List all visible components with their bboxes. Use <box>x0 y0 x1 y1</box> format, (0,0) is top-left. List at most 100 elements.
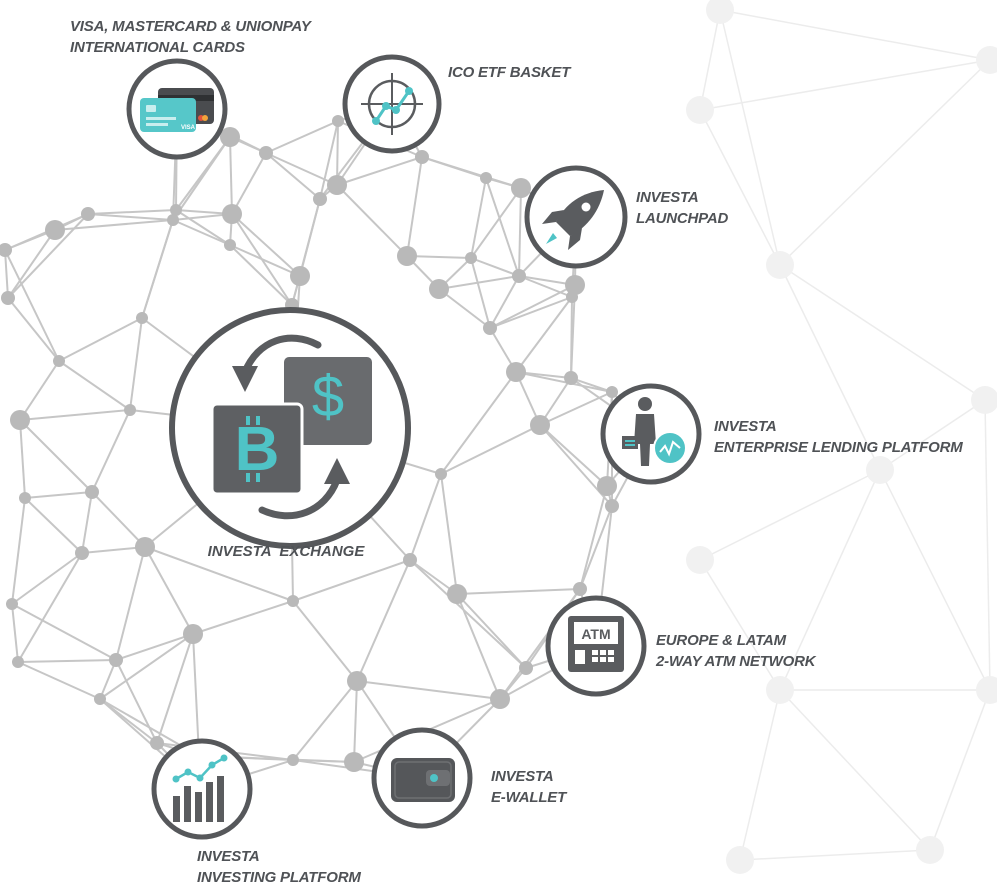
background-edge <box>739 849 931 861</box>
network-edge <box>319 120 339 200</box>
network-edge <box>456 593 527 669</box>
background-node <box>916 836 944 864</box>
network-node <box>530 415 550 435</box>
network-edge <box>19 419 93 493</box>
svg-text:$: $ <box>312 364 344 429</box>
network-edge <box>4 249 60 362</box>
network-edge <box>19 419 26 499</box>
network-edge <box>470 177 487 259</box>
service-node-cards[interactable]: VISA <box>126 58 228 160</box>
network-node <box>573 582 587 596</box>
network-node <box>287 754 299 766</box>
background-edge <box>739 689 781 861</box>
network-edge <box>518 187 522 277</box>
network-edge <box>440 473 458 595</box>
background-node <box>726 846 754 874</box>
network-edge <box>579 485 608 590</box>
service-node-launchpad[interactable] <box>524 165 628 269</box>
network-edge <box>489 275 520 329</box>
network-node <box>167 214 179 226</box>
network-edge <box>440 371 517 475</box>
label-cards-line-2: INTERNATIONAL CARDS <box>70 39 245 56</box>
network-edge <box>229 136 233 215</box>
network-node <box>397 246 417 266</box>
background-edge <box>699 9 721 111</box>
business-person-icon <box>622 397 687 466</box>
network-node <box>45 220 65 240</box>
network-node <box>53 355 65 367</box>
network-edge <box>438 288 491 329</box>
network-edge <box>172 219 231 246</box>
bitcoin-icon: B <box>210 402 304 496</box>
network-edge <box>99 659 117 700</box>
network-edge <box>87 209 177 215</box>
network-node <box>287 595 299 607</box>
rocket-icon <box>542 190 604 250</box>
network-edge <box>11 603 19 663</box>
network-edge <box>440 424 541 475</box>
network-edge <box>19 360 60 421</box>
network-edge <box>81 546 146 554</box>
background-edge <box>779 469 881 691</box>
network-node <box>480 172 492 184</box>
center-exchange[interactable]: $ B INVESTA EXCHANGE <box>169 307 411 560</box>
background-edge <box>699 109 781 266</box>
label-atm: EUROPE & LATAM 2-WAY ATM NETWORK <box>656 630 816 672</box>
network-edge <box>81 491 93 554</box>
credit-cards-icon: VISA <box>140 88 214 132</box>
network-edge <box>489 296 573 329</box>
network-node <box>447 584 467 604</box>
network-node <box>606 386 618 398</box>
network-node <box>183 624 203 644</box>
service-node-lending[interactable] <box>600 383 702 485</box>
background-edge <box>779 59 991 266</box>
network-node <box>403 553 417 567</box>
network-edge <box>115 546 146 661</box>
network-edge <box>144 546 194 635</box>
network-node <box>332 115 344 127</box>
background-node <box>976 676 997 704</box>
network-node <box>6 598 18 610</box>
label-atm-line-2: 2-WAY ATM NETWORK <box>656 653 816 670</box>
label-investing: INVESTA INVESTING PLATFORM <box>197 846 361 888</box>
background-edge <box>779 264 986 401</box>
network-node <box>519 661 533 675</box>
network-node <box>12 656 24 668</box>
network-node <box>565 275 585 295</box>
network-edge <box>409 559 527 669</box>
background-edge <box>984 399 991 691</box>
network-node <box>259 146 273 160</box>
network-edge <box>515 371 613 393</box>
network-edge <box>470 257 491 329</box>
label-lending: INVESTA ENTERPRISE LENDING PLATFORM <box>714 416 963 458</box>
dollar-icon: $ <box>284 357 372 445</box>
label-wallet-line-1: INVESTA <box>491 768 554 785</box>
service-node-atm[interactable]: ATM <box>545 595 647 697</box>
network-edge <box>336 156 423 186</box>
network-edge <box>91 491 146 548</box>
network-edge <box>231 213 293 306</box>
network-edge <box>292 559 411 602</box>
service-node-wallet[interactable] <box>371 727 473 829</box>
network-edge <box>17 661 101 700</box>
network-node <box>313 192 327 206</box>
label-wallet-line-2: E-WALLET <box>491 789 567 806</box>
background-edge <box>879 469 991 691</box>
network-edge <box>409 473 442 561</box>
label-atm-line-1: EUROPE & LATAM <box>656 632 786 649</box>
network-node <box>81 207 95 221</box>
network-edge <box>292 680 358 761</box>
network-edge <box>336 184 408 257</box>
network-node <box>0 243 12 257</box>
background-edge <box>699 59 991 111</box>
center-label: INVESTA EXCHANGE <box>208 543 366 560</box>
network-edge <box>172 136 231 221</box>
service-node-investing[interactable] <box>151 738 253 840</box>
background-node <box>976 46 997 74</box>
network-edge <box>231 213 301 277</box>
service-node-etf[interactable] <box>342 54 442 154</box>
network-node <box>512 269 526 283</box>
background-edge <box>699 469 881 561</box>
network-edge <box>421 156 522 189</box>
